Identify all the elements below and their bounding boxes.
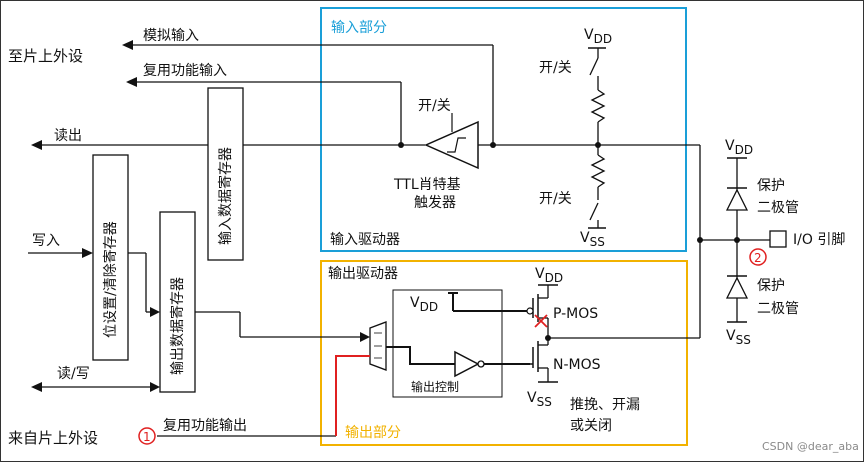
input-driver-label: 输入驱动器 [330, 232, 400, 248]
pulldown-resistor [590, 154, 606, 188]
output-driver-label: 输出驱动器 [328, 266, 398, 282]
output-mode-line-2: 或关闭 [570, 418, 612, 434]
input-data-register-label: 输入数据寄存器 [217, 147, 234, 245]
red-signal-path [335, 355, 370, 436]
input-section-label: 输入部分 [331, 20, 387, 36]
protect-upper-2: 二极管 [757, 200, 799, 216]
ttl-on-off-label: 开/关 [418, 98, 451, 114]
pulldown-switch [589, 202, 599, 221]
lower-protection-diode [725, 276, 749, 299]
vdd-pullup-label: VDD [584, 27, 612, 46]
output-inverter [454, 350, 480, 378]
nmos-label: N-MOS [553, 357, 601, 373]
pullup-on-off-label: 开/关 [539, 60, 572, 76]
bit-set-reset-register-label: 位设置/清除寄存器 [102, 221, 119, 338]
output-control-box [392, 289, 503, 398]
io-pin-box [769, 230, 787, 248]
analog-input-label: 模拟输入 [143, 28, 199, 44]
vss-nmos-label: VSS [527, 390, 552, 409]
marker-2-circle [749, 248, 767, 266]
csdn-watermark: CSDN @dear_aba [762, 440, 859, 453]
vss-protect-label: VSS [726, 328, 751, 347]
alt-func-input-label: 复用功能输入 [143, 62, 227, 79]
pulldown-on-off-label: 开/关 [539, 191, 572, 207]
ttl-label-2: 触发器 [414, 195, 456, 211]
from-peripheral-label: 来自片上外设 [8, 429, 98, 447]
protect-lower-1: 保护 [757, 278, 785, 294]
protect-lower-2: 二极管 [757, 301, 799, 317]
alt-func-input-arrow [126, 77, 137, 87]
marker-1-number: 1 [143, 430, 151, 444]
vss-pulldown-label: VSS [580, 230, 605, 249]
protect-upper-1: 保护 [757, 178, 785, 194]
output-section-box [320, 260, 688, 446]
marker-1-circle [138, 427, 156, 445]
write-in-label: 写入 [32, 233, 60, 249]
read-write-label: 读/写 [57, 365, 90, 382]
marker-2-number: 2 [754, 251, 762, 265]
vdd-control-label: VDD [410, 295, 438, 314]
output-data-register [159, 211, 196, 393]
ttl-label-1: TTL肖特基 [393, 176, 461, 193]
pullup-resistor [590, 89, 606, 123]
output-data-register-label: 输出数据寄存器 [169, 277, 186, 375]
pmos-label: P-MOS [553, 306, 598, 322]
read-out-arrow [31, 140, 42, 150]
input-section-box [320, 7, 687, 252]
output-section-label: 输出部分 [345, 425, 401, 441]
alt-func-output-label: 复用功能输出 [163, 417, 247, 434]
vdd-pmos-label: VDD [535, 266, 563, 285]
vdd-protect-label: VDD [725, 138, 753, 157]
io-pin-label: I/O 引脚 [793, 232, 845, 248]
to-peripheral-label: 至片上外设 [8, 47, 83, 65]
pullup-switch [589, 57, 599, 76]
analog-input-arrow [122, 40, 133, 50]
read-out-label: 读出 [54, 127, 82, 144]
output-mode-line-1: 推挽、开漏 [570, 397, 640, 413]
output-control-label: 输出控制 [411, 379, 459, 394]
schmitt-hysteresis-icon [447, 137, 466, 153]
bit-set-reset-register [92, 154, 129, 361]
upper-protection-diode [725, 188, 749, 211]
pmos-disabled-x2 [534, 314, 548, 328]
input-data-register [207, 87, 244, 261]
